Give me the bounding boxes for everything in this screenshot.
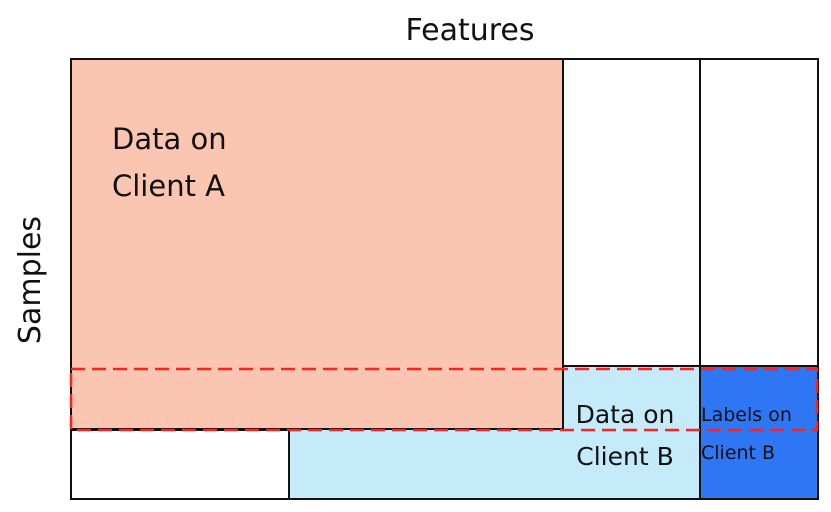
features-axis-label: Features [406,13,535,48]
samples-axis-label: Samples [13,216,48,344]
client-b-labels-block [699,365,819,500]
client-b-data-label-line1: Data on [576,400,675,429]
client-a-data-block [70,58,564,430]
empty-cell-top-middle [562,58,701,367]
client-b-labels-label-line1: Labels on [701,404,792,426]
overlap-samples-outline [69,367,819,432]
empty-cell-bottom-left [70,429,290,500]
client-a-label-line2: Client A [112,169,225,203]
empty-cell-top-right [699,58,819,367]
client-b-labels-label-line2: Client B [701,442,775,464]
client-b-data-label-line2: Client B [576,442,673,471]
client-a-label-line1: Data on [112,122,227,156]
